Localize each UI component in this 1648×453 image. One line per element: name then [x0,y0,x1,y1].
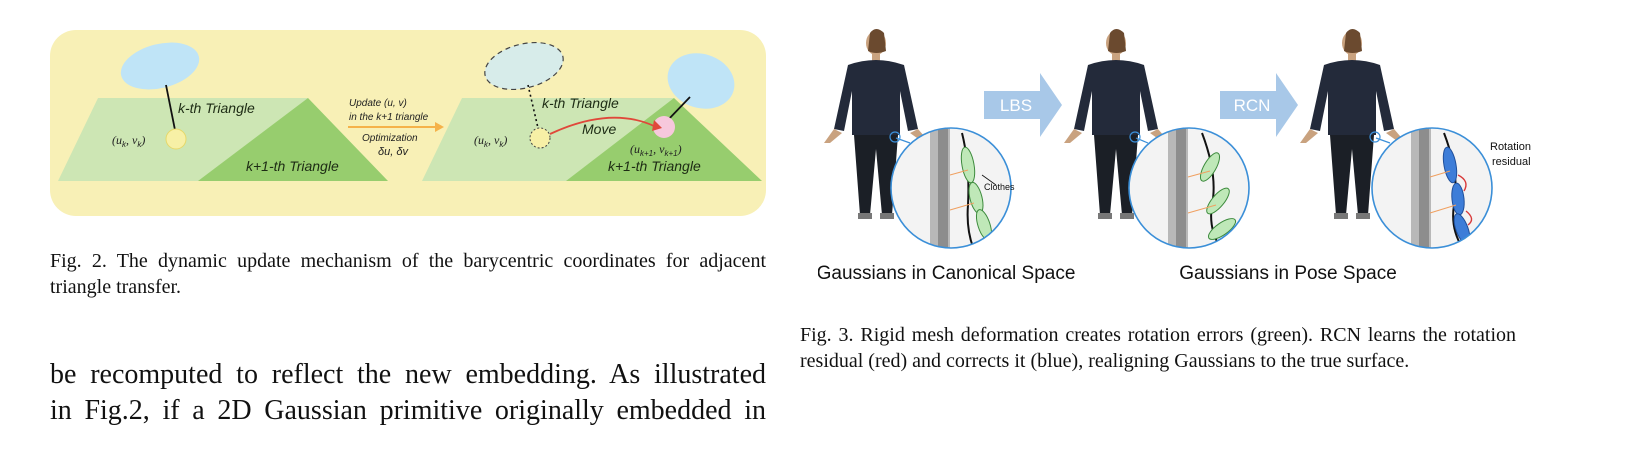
update-arrow-group: Update (u, v) in the k+1 triangle Optimi… [348,98,444,158]
person-figure-posed-lbs [1064,29,1170,219]
k-th-triangle-right-label: k-th Triangle [542,95,619,111]
person-figure-posed-rcn [1300,29,1406,219]
move-arrow-line [549,116,655,135]
zoom-circle-lbs [1128,127,1250,249]
update-arrow-head [435,122,444,132]
rotation-residual-label-1: Rotation [1490,141,1531,153]
k1-th-triangle-right-label: k+1-th Triangle [608,158,701,174]
rcn-arrow: RCN [1220,73,1298,137]
figure-2-caption: Fig. 2. The dynamic update mechanism of … [50,250,766,298]
coord-right-old-label: (uk, vk) [474,133,507,149]
gaussian-ellipse-new [667,53,735,109]
embedding-point-old [529,127,551,149]
connector-line-old [527,84,539,129]
body-line-2: in Fig.2, if a 2D Gaussian primitive ori… [50,395,766,426]
pose-space-label: Gaussians in Pose Space [1179,263,1397,284]
zoom-circle-rcn: Rotation residual [1369,127,1531,249]
k1-th-triangle-right [566,98,762,181]
right-triangle-pair: k-th Triangle Move (uk, vk) (uk+1, vk+1)… [422,41,762,181]
update-sub-label: in the k+1 triangle [349,112,429,123]
coord-left-label: (uk, vk) [112,133,145,149]
gaussian-ellipse-old [484,41,564,91]
rcn-arrow-label: RCN [1234,96,1271,115]
coord-right-new-label: (uk+1, vk+1) [630,142,682,158]
deltas-label: δu, δv [378,146,409,158]
move-label: Move [582,121,616,137]
left-triangle-pair: k-th Triangle k+1-th Triangle (uk, vk) [58,42,388,181]
zoom-circle-canonical: Clothes [889,127,1015,249]
embedding-point-new [653,116,675,138]
figure-2-diagram: k-th Triangle k+1-th Triangle (uk, vk) U… [50,30,766,216]
move-arrow-head [652,120,662,131]
lbs-arrow-label: LBS [1000,96,1032,115]
body-line-1: be recomputed to reflect the new embeddi… [50,359,766,390]
rotation-residual-label-2: residual [1492,156,1531,168]
figure-3-diagram: Clothes LBS [818,29,1531,284]
gaussian-ellipse-left [120,42,200,90]
k1-th-triangle-left-label: k+1-th Triangle [246,158,339,174]
optimization-label: Optimization [362,133,418,144]
lbs-arrow: LBS [984,73,1062,137]
figure-3-caption: Fig. 3. Rigid mesh deformation creates r… [800,324,1516,372]
person-figure-canonical [824,29,930,219]
connector-line-left [165,84,177,136]
update-label: Update (u, v) [349,98,407,109]
k1-th-triangle-left [198,98,388,181]
k-th-triangle-left-label: k-th Triangle [178,100,255,116]
clothes-label: Clothes [984,182,1015,192]
embedding-point-left [165,128,187,150]
body-paragraph: be recomputed to reflect the new embeddi… [50,357,766,429]
canonical-space-label: Gaussians in Canonical Space [818,263,1075,284]
